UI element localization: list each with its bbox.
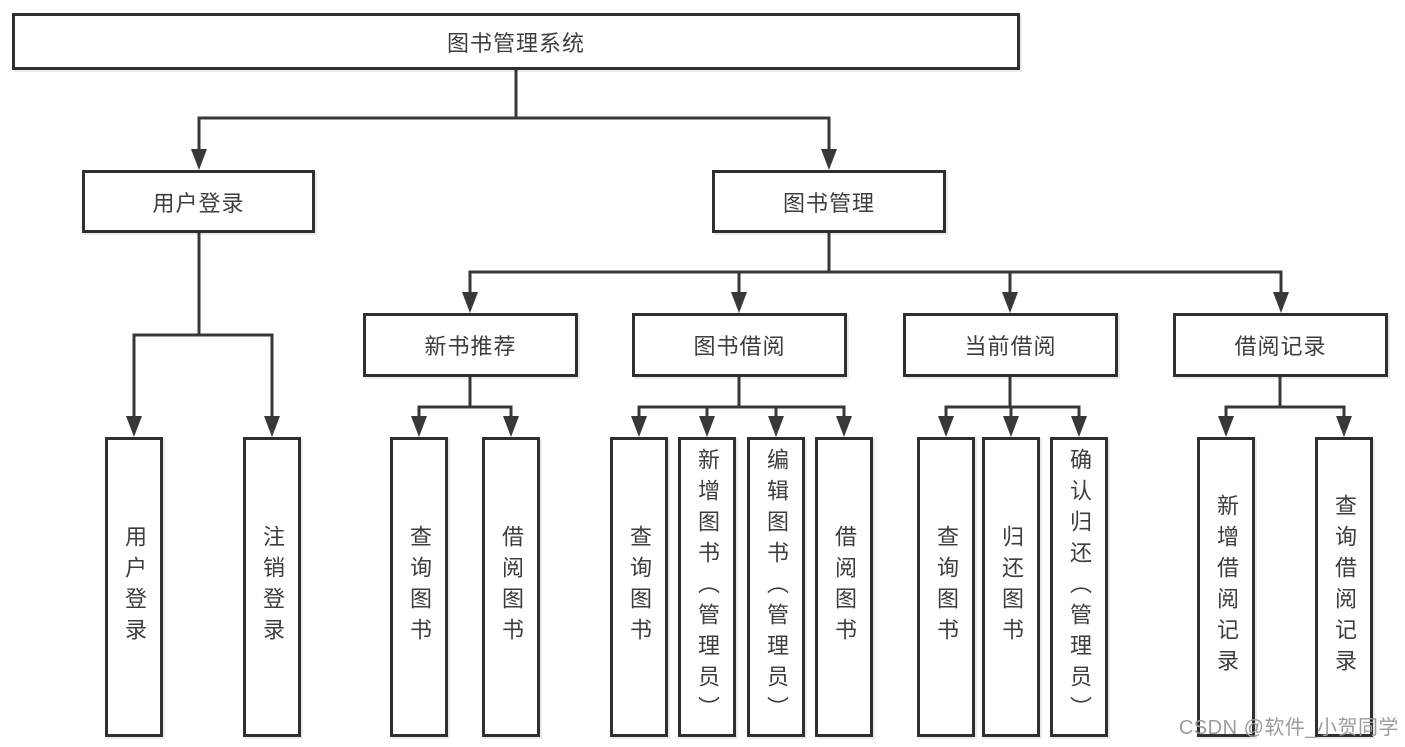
leaf-user-login: 用户登录 [105,437,163,737]
leaf-label: 查询图书 [627,525,652,649]
leaf-query-books: 查询图书 [610,437,668,737]
node-borrowing-records: 借阅记录 [1173,313,1388,377]
node-label: 用户登录 [152,190,245,216]
leaf-query-books: 查询图书 [917,437,975,737]
leaf-label: 编辑图书（管理员） [764,447,789,727]
leaf-label: 借阅图书 [832,525,857,649]
leaf-label: 查询图书 [407,525,432,649]
leaf-edit-books-admin: 编辑图书（管理员） [747,437,805,737]
leaf-add-books-admin: 新增图书（管理员） [678,437,736,737]
leaf-label: 注销登录 [260,525,285,649]
node-user-login: 用户登录 [82,170,315,233]
node-new-book-recommendation: 新书推荐 [363,313,578,377]
node-label: 新书推荐 [424,334,517,359]
leaf-label: 确认归还（管理员） [1067,447,1092,727]
leaf-query-books: 查询图书 [390,437,448,737]
node-book-borrowing: 图书借阅 [632,313,847,377]
node-label: 借阅记录 [1234,334,1327,359]
leaf-label: 新增图书（管理员） [695,447,720,727]
leaf-borrow-books: 借阅图书 [482,437,540,737]
leaf-label: 查询图书 [934,525,959,649]
leaf-label: 归还图书 [999,525,1024,649]
leaf-label: 借阅图书 [499,525,524,649]
node-label: 当前借阅 [964,334,1057,359]
leaf-label: 新增借阅记录 [1214,494,1239,680]
leaf-return-books: 归还图书 [982,437,1040,737]
node-book-management: 图书管理 [712,170,946,233]
node-label: 图书管理系统 [446,30,585,56]
leaf-logout: 注销登录 [243,437,301,737]
leaf-label: 用户登录 [122,525,147,649]
node-library-management-system: 图书管理系统 [12,13,1020,70]
leaf-add-borrow-record: 新增借阅记录 [1197,437,1255,737]
leaf-label: 查询借阅记录 [1332,494,1357,680]
leaf-borrow-books: 借阅图书 [815,437,873,737]
node-current-borrowing: 当前借阅 [903,313,1118,377]
node-label: 图书管理 [782,190,875,216]
leaf-confirm-return-admin: 确认归还（管理员） [1050,437,1108,737]
csdn-watermark: CSDN @软件_小贺同学 [1178,717,1399,739]
node-label: 图书借阅 [693,334,786,359]
leaf-query-borrow-record: 查询借阅记录 [1315,437,1373,737]
